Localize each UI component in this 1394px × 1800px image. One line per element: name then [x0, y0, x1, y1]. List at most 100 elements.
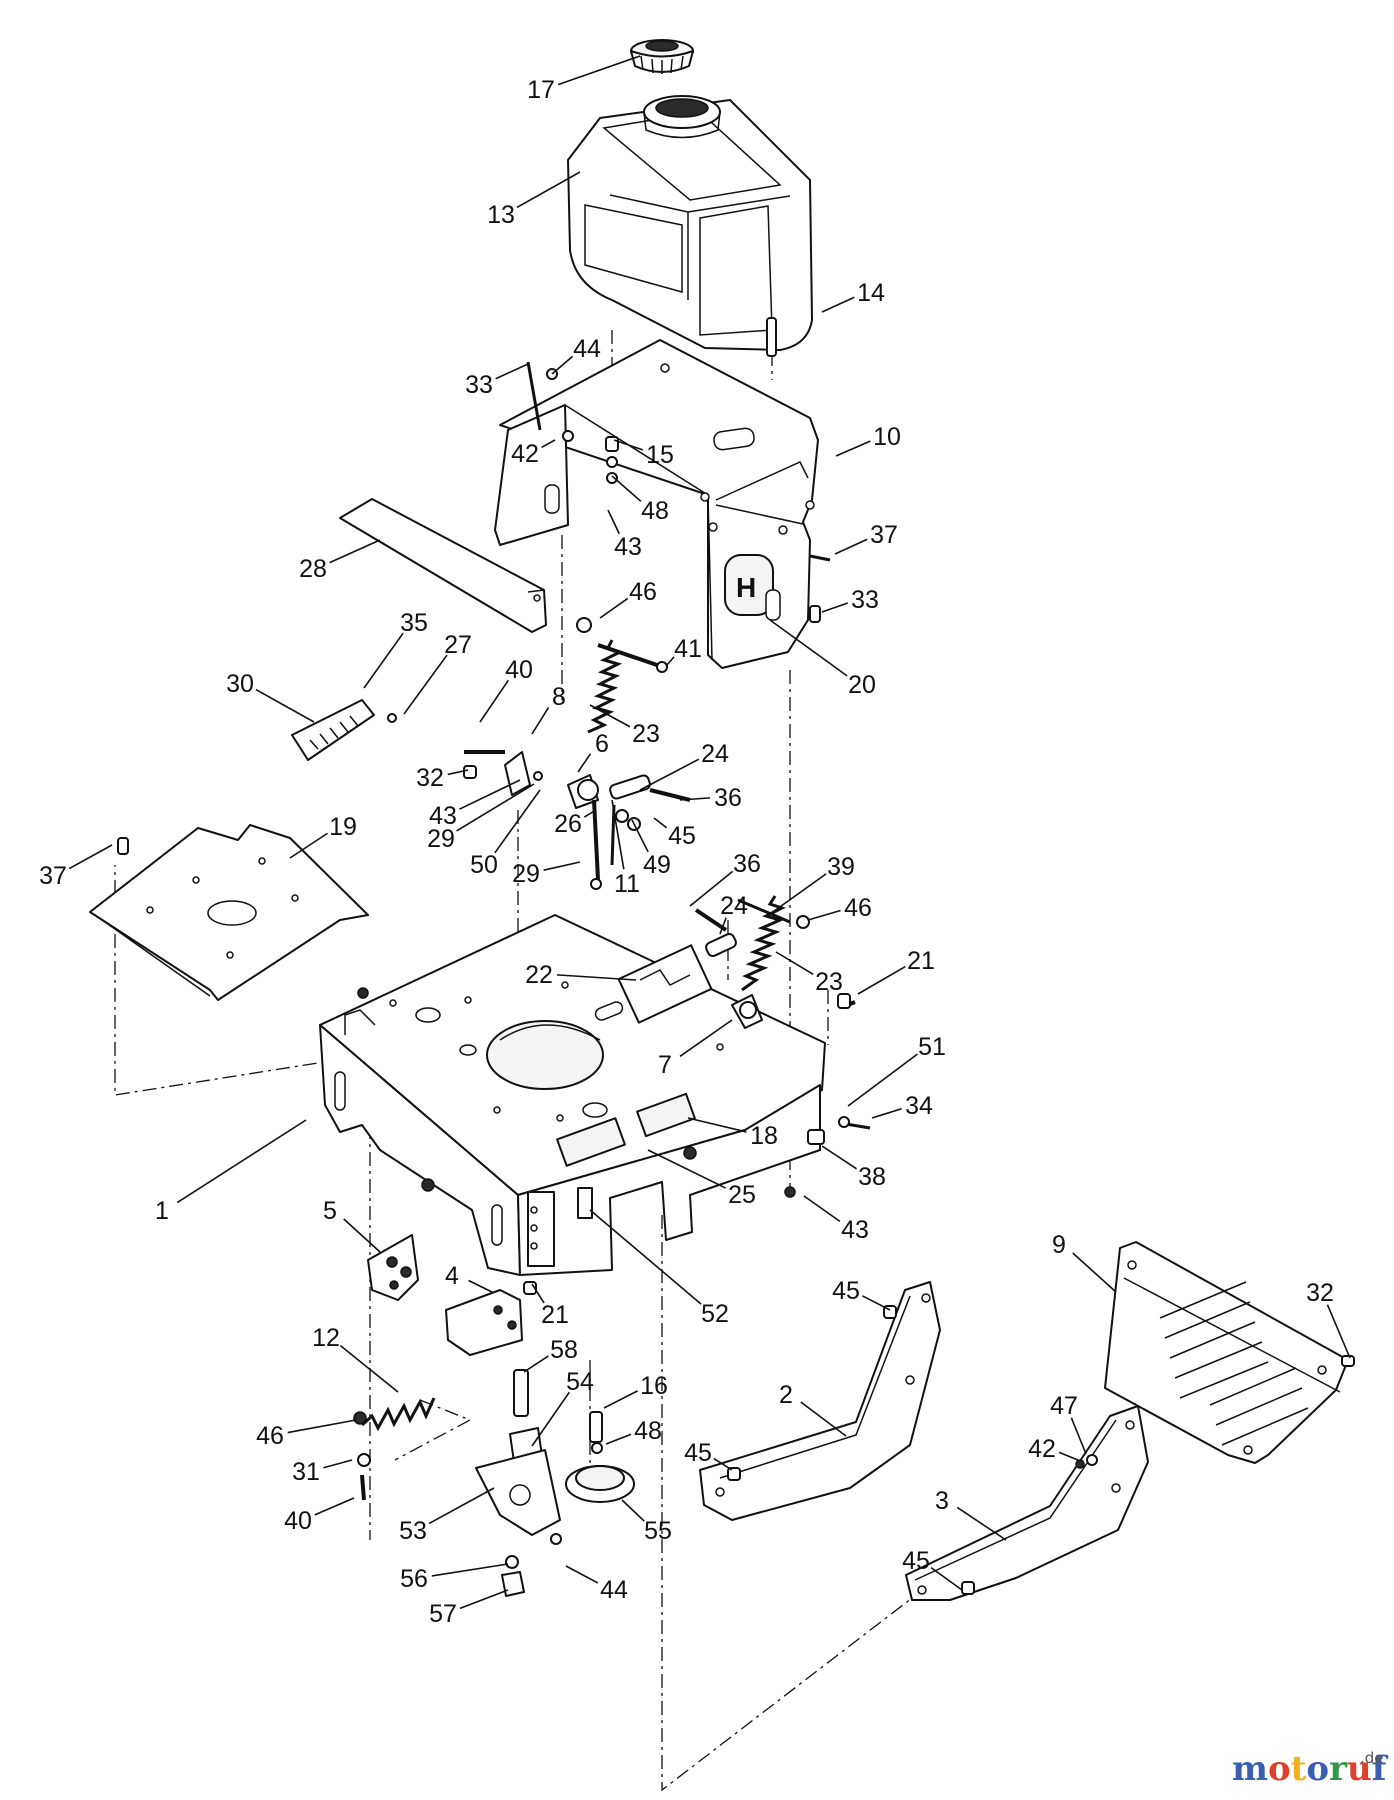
callout-11: 11: [614, 870, 640, 898]
leader-line-36: [689, 870, 734, 907]
callout-8: 8: [552, 683, 566, 711]
part-28-shield-plate: [339, 498, 547, 633]
callout-9: 9: [1052, 1231, 1066, 1259]
callout-46: 46: [256, 1422, 284, 1450]
leader-line-53: [428, 1487, 495, 1525]
leader-line-21: [857, 965, 906, 995]
leader-line-50: [494, 789, 541, 854]
leader-line-57: [459, 1589, 509, 1610]
leader-line-55: [621, 1499, 645, 1522]
leader-line-33: [495, 363, 529, 380]
leader-line-21: [531, 1283, 545, 1304]
watermark-letter: o: [1306, 1749, 1329, 1789]
leader-line-32: [1326, 1304, 1351, 1359]
callout-49: 49: [643, 851, 671, 879]
callout-45: 45: [684, 1439, 712, 1467]
part-30-vent-grille: [291, 699, 375, 761]
callout-23: 23: [815, 968, 843, 996]
callout-42: 42: [1028, 1435, 1056, 1463]
leader-line-29: [543, 861, 581, 871]
callout-24: 24: [701, 740, 729, 768]
leader-line-12: [339, 1344, 399, 1393]
leader-line-14: [821, 296, 855, 313]
leader-line-46: [807, 909, 841, 921]
callout-18: 18: [750, 1122, 778, 1150]
callout-48: 48: [641, 497, 669, 525]
leader-line-48: [605, 1433, 632, 1445]
callout-35: 35: [400, 609, 428, 637]
callout-32: 32: [1306, 1279, 1334, 1307]
part-19-floor-plate: [89, 824, 369, 1001]
callout-14: 14: [857, 279, 885, 307]
leader-line-33: [821, 602, 849, 613]
leader-line-42: [1058, 1451, 1079, 1461]
leader-line-29: [456, 783, 535, 832]
callout-33: 33: [851, 586, 879, 614]
part-5-bracket: [367, 1234, 419, 1301]
callout-29: 29: [427, 825, 455, 853]
leader-line-39: [769, 873, 827, 915]
callout-13: 13: [487, 201, 515, 229]
leader-line-10: [835, 440, 871, 457]
callout-45: 45: [668, 822, 696, 850]
leader-line-31: [323, 1459, 353, 1469]
leader-line-40: [314, 1497, 355, 1516]
leader-line-54: [531, 1391, 570, 1447]
part-41-bolt: [597, 643, 668, 673]
part-10-console-panel: H: [494, 339, 819, 669]
callout-42: 42: [511, 440, 539, 468]
callout-36: 36: [733, 850, 761, 878]
callout-43: 43: [429, 802, 457, 830]
callout-3: 3: [935, 1487, 949, 1515]
watermark-letter: o: [1268, 1749, 1291, 1789]
leader-line-2: [800, 1401, 847, 1437]
leader-line-27: [403, 654, 448, 715]
leader-line-18: [687, 1117, 747, 1133]
leader-line-37: [68, 844, 113, 870]
brand-logo-mark: H: [736, 572, 756, 603]
leader-line-46: [599, 597, 629, 619]
watermark-letter: t: [1291, 1749, 1307, 1789]
leader-line-28: [329, 539, 381, 564]
leader-line-44: [551, 355, 574, 375]
leader-line-26: [583, 809, 597, 818]
leader-line-3: [956, 1506, 1007, 1541]
part-4-bracket: [445, 1281, 537, 1356]
callout-1: 1: [155, 1197, 169, 1225]
callout-10: 10: [873, 423, 901, 451]
callout-55: 55: [644, 1517, 672, 1545]
callout-58: 58: [550, 1336, 578, 1364]
leader-line-7: [679, 1019, 733, 1057]
callout-38: 38: [858, 1163, 886, 1191]
leader-line-5: [343, 1218, 381, 1253]
callout-2: 2: [779, 1381, 793, 1409]
leader-line-45: [713, 1457, 733, 1471]
callout-51: 51: [918, 1033, 946, 1061]
leader-line-15: [613, 439, 644, 451]
leader-line-37: [834, 538, 868, 555]
leader-line-49: [631, 819, 649, 853]
leader-line-45: [862, 1295, 891, 1311]
leader-line-23: [589, 704, 631, 728]
leader-line-43: [607, 509, 620, 535]
leader-line-45: [653, 817, 668, 829]
leader-line-51: [847, 1053, 918, 1107]
leader-line-1: [176, 1119, 307, 1204]
callout-33: 33: [465, 371, 493, 399]
callout-32: 32: [416, 764, 444, 792]
callout-44: 44: [573, 335, 601, 363]
leader-line-43: [803, 1195, 841, 1223]
leader-line-20: [769, 619, 848, 677]
leader-line-24: [719, 917, 727, 935]
leader-line-52: [589, 1209, 702, 1305]
leader-line-34: [871, 1107, 902, 1119]
callout-48: 48: [634, 1417, 662, 1445]
leader-line-40: [479, 679, 509, 723]
leader-line-19: [289, 832, 329, 859]
part-2-side-bracket: [699, 1281, 941, 1521]
part-1-main-frame: [319, 914, 826, 1276]
callout-21: 21: [541, 1301, 569, 1329]
watermark-letter: f: [1372, 1749, 1389, 1789]
